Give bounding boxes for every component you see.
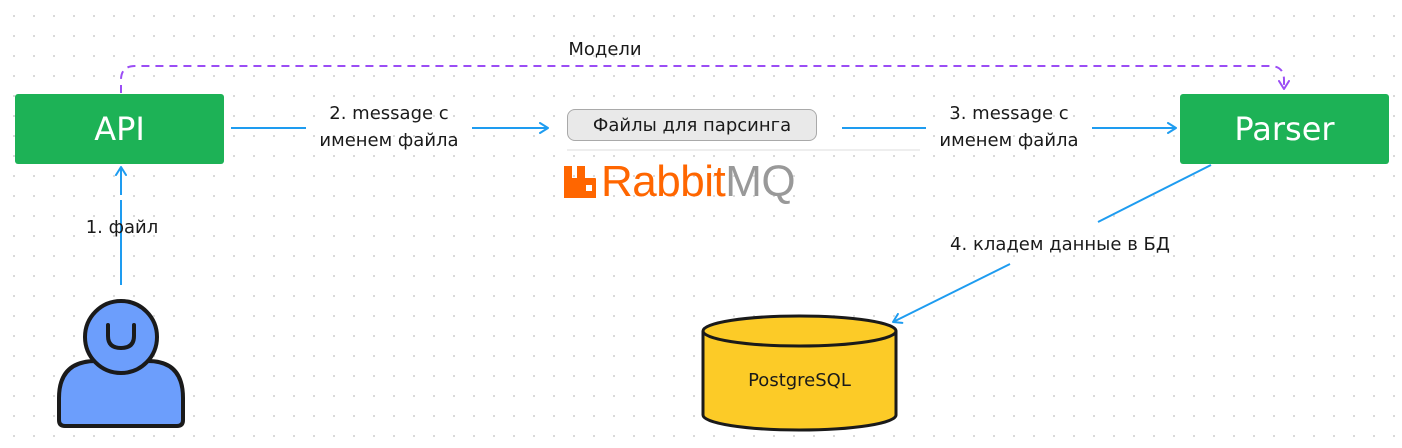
api-to-queue-label-line1: 2. message с	[329, 103, 449, 124]
api-to-queue-label-line2: именем файла	[319, 130, 459, 151]
upload-label: 1. файл	[85, 217, 159, 238]
parser-to-db-line-a	[1097, 164, 1212, 223]
queue-to-parser-label: 3. message с именем файла	[920, 100, 1098, 154]
database-label: PostgreSQL	[748, 370, 851, 391]
user-icon	[57, 299, 185, 428]
queue-to-parser-label-line2: именем файла	[939, 130, 1079, 151]
parser-node: Parser	[1180, 94, 1389, 164]
models-arrow	[120, 65, 1290, 93]
queue-label: Файлы для парсинга	[567, 109, 817, 141]
rabbitmq-word-secondary: MQ	[725, 157, 796, 206]
api-to-queue-label: 2. message с именем файла	[300, 100, 478, 154]
parser-to-db-line-b	[892, 263, 1011, 324]
api-node: API	[15, 94, 224, 164]
queue-to-parser-label-line1: 3. message с	[949, 103, 1069, 124]
parser-to-db-label: 4. кладем данные в БД	[950, 234, 1170, 255]
models-label: Модели	[568, 39, 642, 60]
rabbitmq-logo-icon	[564, 166, 596, 198]
rabbitmq-word-primary: Rabbit	[601, 157, 726, 206]
database-icon	[701, 314, 898, 432]
